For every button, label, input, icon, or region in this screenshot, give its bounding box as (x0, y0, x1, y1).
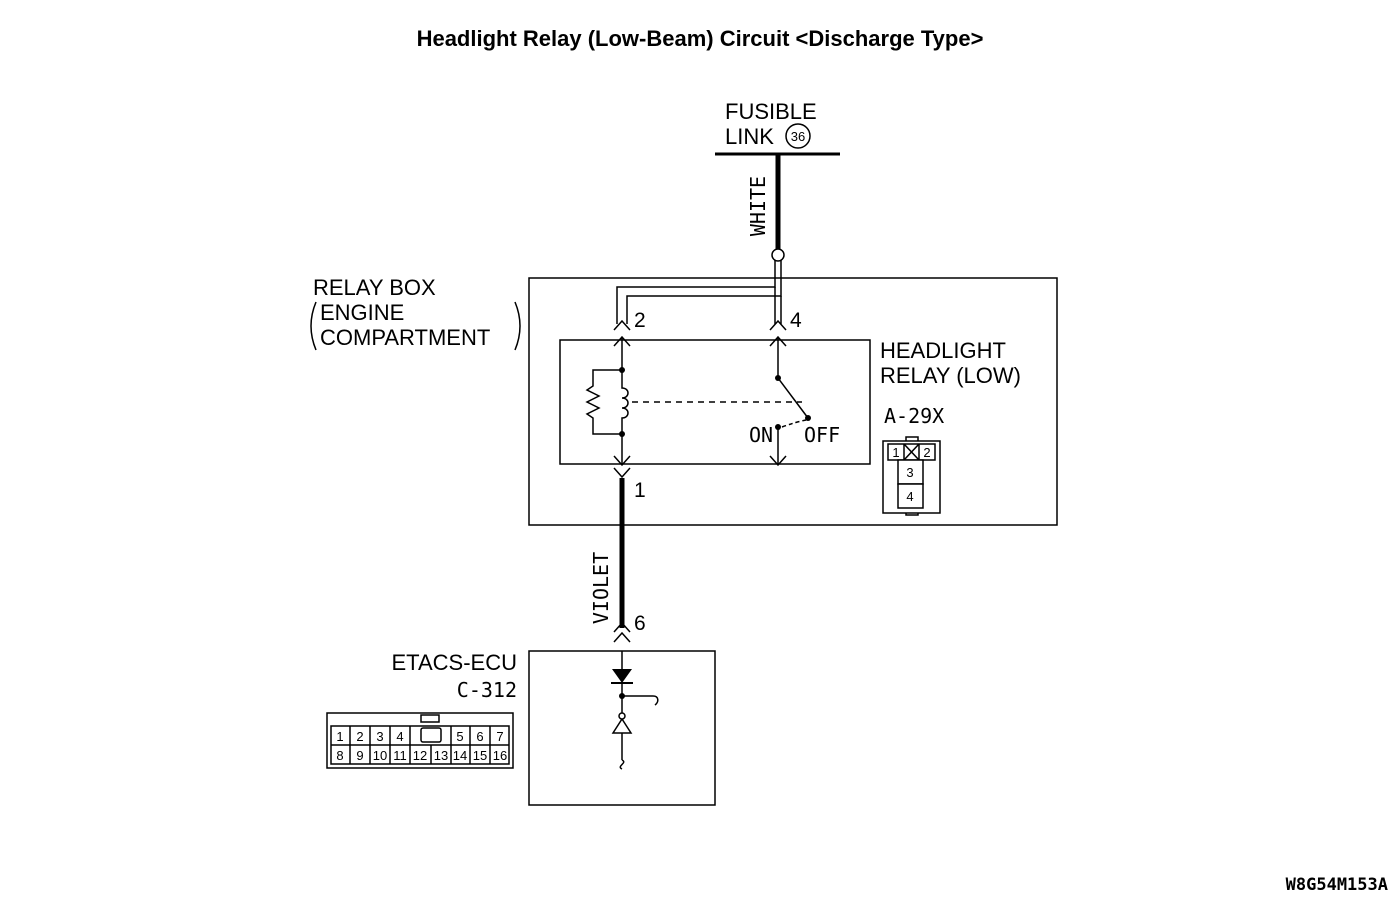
etacs-connector-cell: 3 (376, 729, 383, 744)
relay-pin-4: 4 (790, 309, 802, 332)
relay-coil-circuit (585, 335, 802, 467)
relay-box-paren-left (310, 301, 317, 351)
etacs-connector-cell: 1 (336, 729, 343, 744)
relay-coil-icon (621, 370, 629, 434)
etacs-connector-cell: 14 (453, 748, 467, 763)
etacs-pin-6-chevron-bottom (613, 631, 631, 643)
etacs-connector-cell: 5 (456, 729, 463, 744)
relay-switch (769, 335, 811, 467)
relay-box-paren-right (514, 301, 521, 351)
etacs-internal-circuit (611, 651, 659, 770)
etacs-connector-cell: 13 (434, 748, 448, 763)
etacs-connector-icon (326, 712, 514, 769)
etacs-connector-cell: 10 (373, 748, 387, 763)
switch-on-label: ON (749, 423, 773, 447)
relay-connector-icon (882, 436, 941, 516)
resistor-icon (585, 369, 622, 435)
etacs-connector-cell: 6 (476, 729, 483, 744)
relay-box-label-line1: RELAY BOX (313, 275, 436, 300)
relay-box-label-line3: COMPARTMENT (320, 325, 490, 350)
fusible-link-number-circle (785, 123, 811, 149)
relay-pin-2: 2 (634, 309, 646, 332)
relay-connector-cell-2: 2 (923, 445, 930, 460)
relay-connector-cell-4: 4 (906, 489, 913, 504)
relay-box-label-line2: ENGINE (320, 300, 404, 325)
etacs-connector-cell: 9 (356, 748, 363, 763)
relay-pin-1: 1 (634, 479, 646, 502)
etacs-ecu-label: ETACS-ECU (392, 650, 518, 675)
diode-icon (612, 669, 632, 683)
etacs-connector-cell: 7 (496, 729, 503, 744)
diagram-title: Headlight Relay (Low-Beam) Circuit <Disc… (417, 26, 984, 51)
wire-splice (771, 248, 785, 262)
fusible-link-label-line2: LINK (725, 124, 774, 149)
fusible-link: FUSIBLE LINK 36 (715, 99, 840, 156)
headlight-relay-connector-id: A-29X (884, 404, 944, 428)
headlight-relay-label-line1: HEADLIGHT (880, 338, 1006, 363)
fusible-link-label-line1: FUSIBLE (725, 99, 817, 124)
etacs-connector-cell: 16 (493, 748, 507, 763)
relay-connector-cell-1: 1 (892, 445, 899, 460)
etacs-ecu-connector-id: C-312 (457, 678, 517, 702)
etacs-connector-cell: 15 (473, 748, 487, 763)
etacs-pin-6: 6 (634, 612, 646, 635)
relay-feed-wiring (613, 260, 787, 331)
switch-off-label: OFF (804, 423, 840, 447)
etacs-connector-cell: 12 (413, 748, 427, 763)
headlight-relay-label-line2: RELAY (LOW) (880, 363, 1021, 388)
etacs-connector-cell: 2 (356, 729, 363, 744)
etacs-connector-cell: 4 (396, 729, 403, 744)
violet-wire-label: VIOLET (589, 552, 613, 624)
relay-connector-cell-3: 3 (906, 465, 913, 480)
relay-pin-1-chevron (613, 467, 631, 479)
etacs-connector-cell: 11 (393, 748, 407, 763)
switch-blade (777, 377, 809, 419)
etacs-pin-6-chevron-top (613, 621, 631, 633)
white-wire-label: WHITE (746, 176, 770, 236)
fusible-link-number: 36 (791, 129, 805, 144)
etacs-connector-cell: 8 (336, 748, 343, 763)
diagram-code: W8G54M153A (1286, 875, 1388, 895)
